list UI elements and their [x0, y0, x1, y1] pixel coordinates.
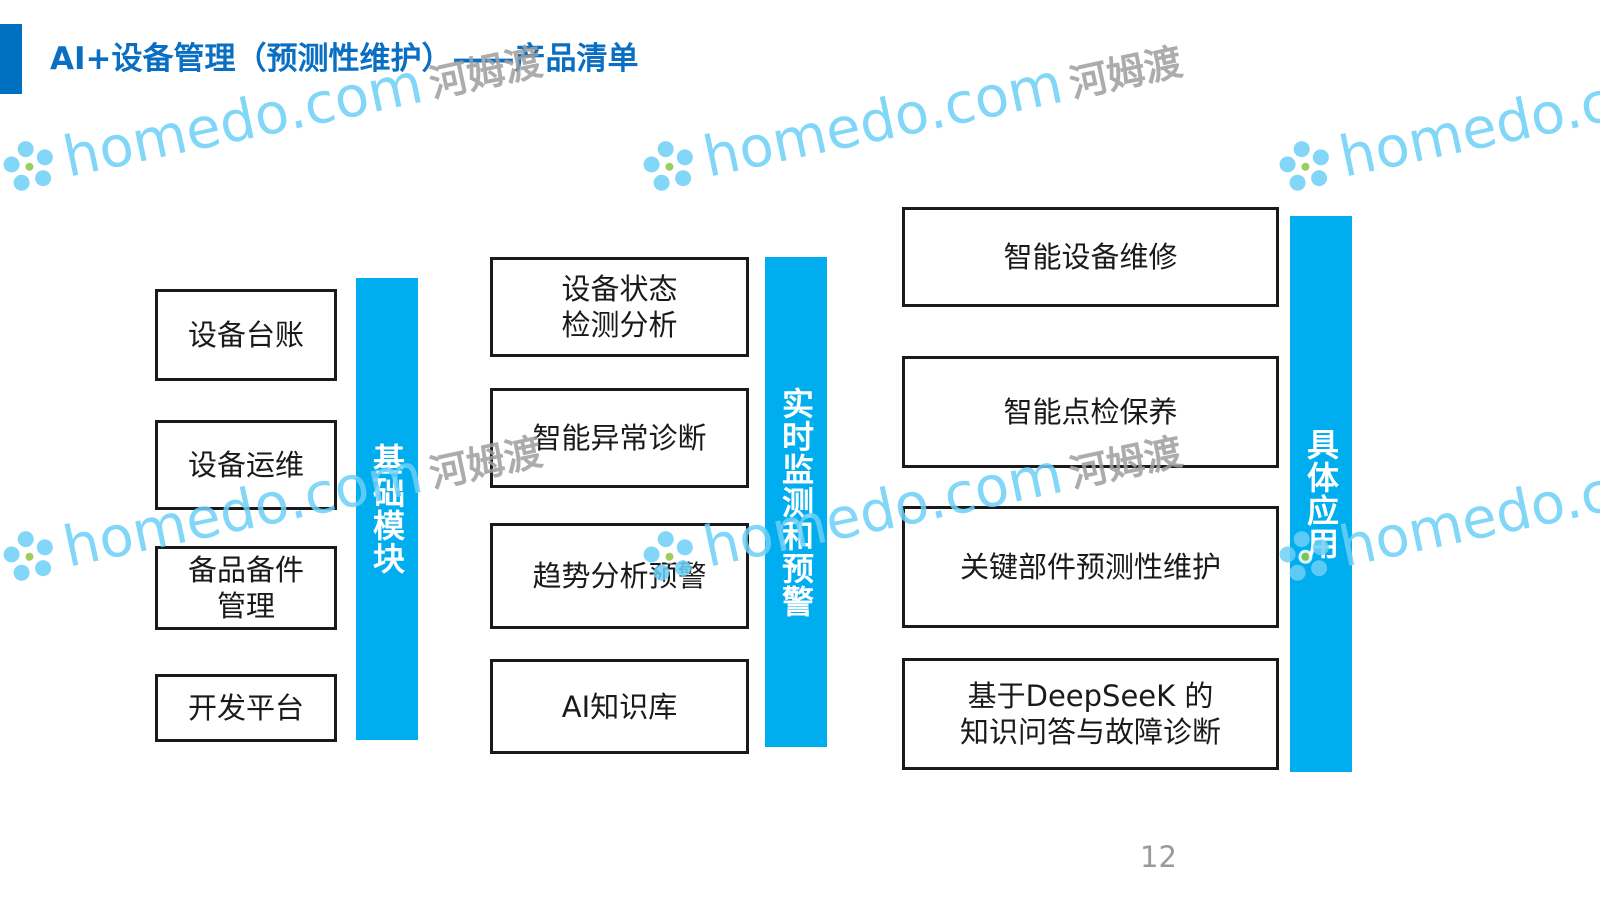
page-title: AI+设备管理（预测性维护）——产品清单	[50, 41, 639, 77]
column-header-applications: 具体应用	[1290, 216, 1352, 772]
item-ai-knowledge-base: AI知识库	[490, 659, 749, 754]
homedo-logo-icon	[1279, 140, 1329, 191]
homedo-logo-icon	[3, 530, 53, 581]
item-deepseek-qa: 基于DeepSeeK 的 知识问答与故障诊断	[902, 658, 1279, 770]
watermark-cn: 河姆渡	[1065, 39, 1187, 107]
item-smart-repair: 智能设备维修	[902, 207, 1279, 307]
watermark-brand: homedo.com	[1333, 441, 1600, 581]
item-spare-parts: 备品备件 管理	[155, 546, 337, 630]
item-predictive-maintenance: 关键部件预测性维护	[902, 506, 1279, 628]
watermark-brand: homedo.com	[697, 51, 1069, 191]
column-header-realtime-monitoring: 实时监测和预警	[765, 257, 827, 747]
column-header-basic-modules: 基础模块	[356, 278, 418, 740]
item-status-analysis: 设备状态 检测分析	[490, 257, 749, 357]
item-equipment-operation: 设备运维	[155, 420, 337, 510]
item-trend-warning: 趋势分析预警	[490, 523, 749, 629]
homedo-logo-icon	[3, 140, 53, 191]
homedo-logo-icon	[643, 140, 693, 191]
item-dev-platform: 开发平台	[155, 674, 337, 742]
column-header-applications-label: 具体应用	[1302, 428, 1340, 560]
page-number: 12	[1140, 840, 1177, 874]
watermark: homedo.com 河姆渡	[633, 26, 1187, 205]
watermark: homedo.com	[1269, 51, 1600, 204]
item-smart-inspection: 智能点检保养	[902, 356, 1279, 468]
title-accent-bar	[0, 24, 22, 94]
column-header-basic-modules-label: 基础模块	[368, 443, 406, 575]
column-header-realtime-monitoring-label: 实时监测和预警	[777, 386, 815, 618]
watermark-brand: homedo.com	[1333, 51, 1600, 191]
item-equipment-ledger: 设备台账	[155, 289, 337, 381]
item-anomaly-diagnosis: 智能异常诊断	[490, 388, 749, 488]
